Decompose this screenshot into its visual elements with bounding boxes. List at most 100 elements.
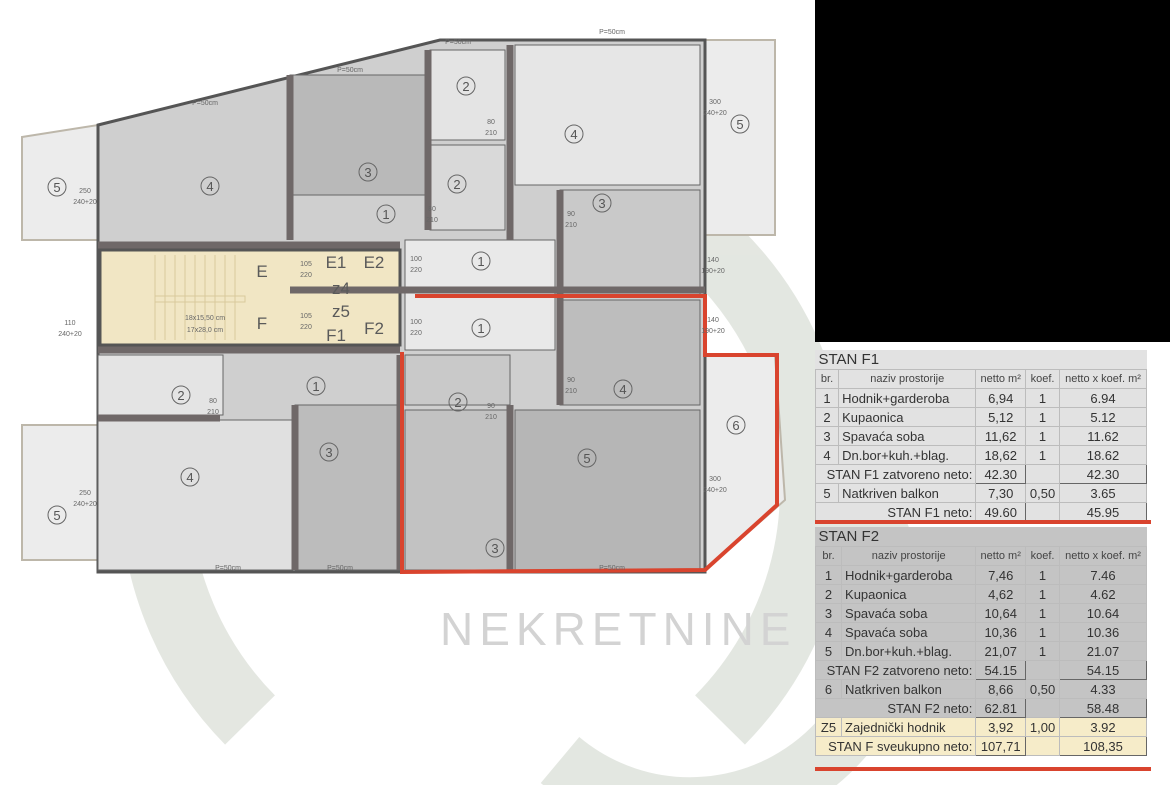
door-marker: F1 [326, 326, 346, 345]
cell: Dn.bor+kuh.+blag. [838, 445, 977, 465]
subtotal-netto: 54.15 [975, 660, 1027, 680]
subtotal-label: STAN F2 zatvoreno neto: [814, 660, 977, 680]
dimension-label: 220 [410, 330, 422, 337]
rooms [97, 44, 701, 571]
room-number: 1 [312, 379, 319, 394]
dimension-label: 190+20 [701, 268, 725, 275]
dimension-label: 240+20 [703, 110, 727, 117]
cell: Kupaonica [841, 584, 977, 604]
dimension-label: 140 [707, 317, 719, 324]
room-number-circle [613, 379, 633, 399]
cell: 1 [1025, 622, 1060, 642]
room-number: 5 [583, 451, 590, 466]
cell: 21,07 [975, 641, 1027, 661]
room-number: 5 [736, 117, 743, 132]
table-title: STAN F1 [818, 351, 880, 368]
watermark-text: NEKRETNINE [440, 603, 797, 655]
room-number-circle [47, 505, 67, 525]
cell: 1 [1025, 407, 1060, 427]
dimension-label: P=50cm [192, 100, 218, 107]
cell: Hodnik+garderoba [841, 565, 977, 585]
dimension-label: 90 [487, 403, 495, 410]
cell: 18,62 [975, 445, 1027, 465]
dimension-label: 240+20 [73, 199, 97, 206]
dimension-label: P=50cm [599, 565, 625, 572]
stair-hall [98, 248, 402, 347]
room-number-circle [376, 204, 396, 224]
cell: 10.64 [1059, 603, 1147, 623]
cell: 7.46 [1059, 565, 1147, 585]
cell: 3.92 [1059, 717, 1147, 737]
cell: 1 [1025, 641, 1060, 661]
room-number: 5 [53, 180, 60, 195]
dimension-label: 300 [709, 99, 721, 106]
dimension-label: P=50cm [337, 67, 363, 74]
room-number: 2 [453, 177, 460, 192]
cell: 4,62 [975, 584, 1027, 604]
blank-black-area [815, 0, 1170, 342]
room-number-circle [592, 193, 612, 213]
cell: 10.36 [1059, 622, 1147, 642]
room-number: 6 [732, 418, 739, 433]
room-number-circle [564, 124, 584, 144]
cell: 5.12 [1059, 407, 1147, 427]
grand-label: STAN F sveukupno neto: [814, 736, 977, 756]
cell: Dn.bor+kuh.+blag. [841, 641, 977, 661]
cell: 4.33 [1059, 679, 1147, 699]
door-marker: E [256, 262, 267, 281]
subtotal-total: 42.30 [1059, 464, 1147, 484]
stan-f2-table: STAN F2 br. naziv prostorije netto m² ko… [814, 527, 1147, 756]
room-number: 5 [53, 508, 60, 523]
room-number: 3 [325, 445, 332, 460]
room-number-circle [730, 114, 750, 134]
room-number: 4 [619, 382, 626, 397]
cell: 7,46 [975, 565, 1027, 585]
cell: Spavaća soba [838, 426, 977, 446]
door-marker: F2 [364, 319, 384, 338]
cell: 3.65 [1059, 483, 1147, 503]
cell: 1,00 [1025, 717, 1060, 737]
cell: Hodnik+garderoba [838, 388, 977, 408]
col-header: netto m² [975, 546, 1027, 566]
col-header: netto m² [975, 369, 1027, 389]
dimension-label: 220 [300, 324, 312, 331]
cell: 5,12 [975, 407, 1027, 427]
dimension-label: 90 [567, 377, 575, 384]
dimension-label: 210 [485, 414, 497, 421]
dimension-label: 240+20 [58, 331, 82, 338]
dimension-label: 80 [428, 206, 436, 213]
subtotal-netto: 42.30 [975, 464, 1027, 484]
cell: 11,62 [975, 426, 1027, 446]
cell: 1 [814, 565, 843, 585]
cell: 2 [814, 584, 843, 604]
room-number-circle [485, 538, 505, 558]
door-marker: E2 [364, 253, 385, 272]
dimension-label: 110 [64, 320, 75, 327]
net-total: 45.95 [1059, 502, 1147, 522]
room-number: 4 [570, 127, 577, 142]
room-number: 2 [462, 79, 469, 94]
room-number-circle [171, 385, 191, 405]
cell: 0,50 [1025, 679, 1060, 699]
cell: 5 [814, 641, 843, 661]
dimension-label: 90 [567, 211, 575, 218]
dimension-label: 220 [300, 272, 312, 279]
room-number-circle [180, 467, 200, 487]
room-number-circle [200, 176, 220, 196]
cell: 18.62 [1059, 445, 1147, 465]
room-number-circle [47, 177, 67, 197]
cell: 5 [814, 483, 840, 503]
cell: Z5 [814, 717, 843, 737]
dimension-label: 210 [426, 217, 438, 224]
cell: 8,66 [975, 679, 1027, 699]
